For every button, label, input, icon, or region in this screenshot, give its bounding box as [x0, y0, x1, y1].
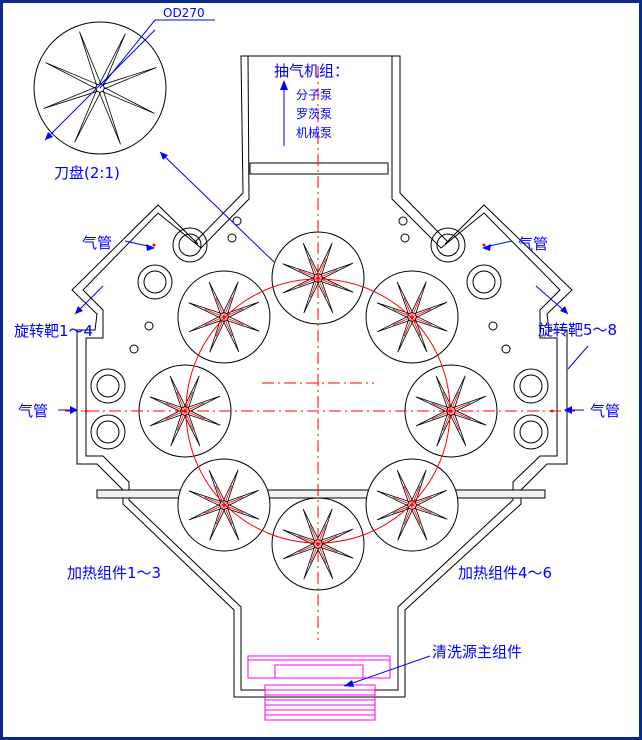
od-label: OD270: [163, 6, 205, 20]
cleaning-leader: [343, 655, 431, 687]
rotating-target: [365, 270, 459, 364]
gas-inlet-dots: [84, 243, 554, 413]
port-left-lower: [90, 414, 126, 450]
target-label-right: 旋转靶5～8: [538, 321, 617, 339]
rotating-target: [365, 458, 459, 552]
target-label-left: 旋转靶1～4: [14, 322, 93, 340]
pump-label-molecular: 分子泵: [296, 88, 332, 102]
target-right-lower-leader: [567, 345, 589, 370]
cutter-label: 刀盘(2:1): [54, 164, 120, 182]
labels: OD270 刀盘(2:1) 抽气机组： 分子泵 罗茨泵 机械泵 气管 气管 气管…: [14, 6, 620, 661]
port-right-upper: [513, 368, 549, 404]
port-top-left-lower: [137, 264, 173, 300]
port-right-lower: [513, 414, 549, 450]
pump-label-roots: 罗茨泵: [296, 107, 332, 121]
pump-group-title: 抽气机组：: [274, 62, 349, 80]
centerlines: [65, 66, 575, 640]
rotating-target: [177, 270, 271, 364]
pump-flange: [249, 162, 389, 175]
cutter-leader: [159, 151, 275, 263]
heater-label-right: 加热组件4～6: [458, 564, 552, 582]
leader-arrowheads: [45, 80, 572, 687]
port-top-right-upper: [430, 227, 466, 263]
ports: [90, 216, 549, 450]
port-top-left-upper: [172, 227, 208, 263]
od-cross-leader: [44, 29, 156, 141]
port-top-right-lower: [466, 264, 502, 300]
pump-label-mechanical: 机械泵: [296, 125, 332, 140]
gas-label-top-right: 气管: [518, 235, 548, 253]
od-leader: [99, 19, 156, 89]
chamber-inner-wall: [82, 55, 561, 691]
cleaning-source: [247, 655, 391, 721]
chamber-outer-wall: [71, 55, 573, 698]
gas-label-mid-left: 气管: [18, 402, 48, 420]
pump-arrowhead: [280, 80, 288, 90]
gas-label-top-left: 气管: [82, 234, 112, 252]
port-left-upper: [90, 368, 126, 404]
heater-label-left: 加热组件1～3: [67, 564, 161, 582]
rotating-target: [177, 458, 271, 552]
gas-label-mid-right: 气管: [590, 402, 620, 420]
cleaning-label: 清洗源主组件: [432, 643, 522, 661]
base-plate: [96, 489, 546, 499]
chamber-outline: [71, 55, 573, 698]
